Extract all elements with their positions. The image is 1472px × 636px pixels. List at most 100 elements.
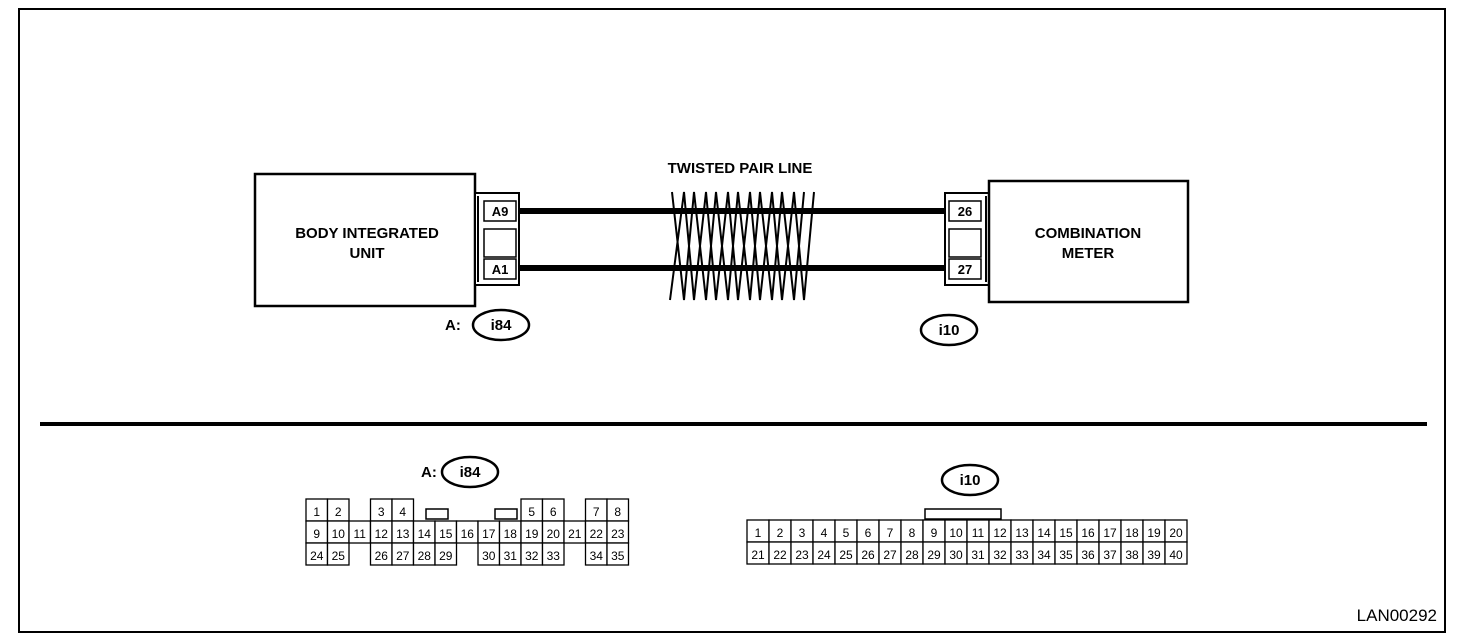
- i10-pin-30: 30: [949, 548, 963, 562]
- pin-26-label: 26: [958, 204, 972, 219]
- i10-pin-6: 6: [865, 526, 872, 540]
- pin-a1-label: A1: [492, 262, 509, 277]
- i10-pin-7: 7: [887, 526, 894, 540]
- twisted-pair-label: TWISTED PAIR LINE: [668, 160, 813, 177]
- i10-pin-38: 38: [1125, 548, 1139, 562]
- i10-pin-16: 16: [1081, 526, 1095, 540]
- i84-pin-19: 19: [525, 527, 539, 541]
- connector-i84-name-top: i84: [491, 317, 513, 334]
- connector-i10-name-bottom: i10: [960, 472, 981, 489]
- i84-pin-27: 27: [396, 549, 410, 563]
- i10-pin-14: 14: [1037, 526, 1051, 540]
- i10-pin-12: 12: [993, 526, 1007, 540]
- i84-pin-22: 22: [590, 527, 604, 541]
- i10-pin-10: 10: [949, 526, 963, 540]
- i10-pin-39: 39: [1147, 548, 1161, 562]
- i10-pin-29: 29: [927, 548, 941, 562]
- twisted-pair-zigzag-2: [671, 191, 805, 301]
- i84-pin-26: 26: [375, 549, 389, 563]
- i84-pin-2: 2: [335, 505, 342, 519]
- i84-pin-9: 9: [313, 527, 320, 541]
- i84-pin-17: 17: [482, 527, 496, 541]
- i84-pin-33: 33: [547, 549, 561, 563]
- connector-i10-callout-bottom: [940, 463, 1000, 497]
- i10-pin-21: 21: [751, 548, 765, 562]
- i10-pin-9: 9: [931, 526, 938, 540]
- i10-pin-34: 34: [1037, 548, 1051, 562]
- i84-pin-5: 5: [528, 505, 535, 519]
- i84-pin-31: 31: [504, 549, 518, 563]
- i84-cavity-33: [541, 542, 565, 566]
- i10-pin-5: 5: [843, 526, 850, 540]
- outer-frame: [18, 8, 1446, 633]
- i10-pin-36: 36: [1081, 548, 1095, 562]
- i10-pin-11: 11: [972, 526, 985, 540]
- i10-pin-22: 22: [773, 548, 787, 562]
- i10-pin-25: 25: [839, 548, 853, 562]
- i84-pin-10: 10: [332, 527, 346, 541]
- body-integrated-unit-box: [253, 172, 477, 308]
- i84-pin-18: 18: [504, 527, 518, 541]
- i84-pin-21: 21: [568, 527, 582, 541]
- i84-pin-6: 6: [550, 505, 557, 519]
- i84-pin-14: 14: [418, 527, 432, 541]
- i84-pin-13: 13: [396, 527, 410, 541]
- i84-pin-3: 3: [378, 505, 385, 519]
- i84-pin-32: 32: [525, 549, 539, 563]
- i10-pin-23: 23: [795, 548, 809, 562]
- combination-meter-box: [987, 179, 1190, 304]
- i84-cavity-25: [326, 542, 350, 566]
- i84-pin-4: 4: [399, 505, 406, 519]
- connector-i84-name-bottom: i84: [460, 464, 482, 481]
- i84-pin-15: 15: [439, 527, 453, 541]
- i84-pin-24: 24: [310, 549, 324, 563]
- i10-pin-3: 3: [799, 526, 806, 540]
- i10-pin-18: 18: [1125, 526, 1139, 540]
- i10-pin-27: 27: [883, 548, 897, 562]
- body-integrated-unit-label-1: BODY INTEGRATED: [295, 225, 439, 242]
- combination-meter-label-1: COMBINATION: [1035, 225, 1141, 242]
- i10-pin-1: 1: [755, 526, 762, 540]
- i84-pin-28: 28: [418, 549, 432, 563]
- i10-pin-15: 15: [1059, 526, 1073, 540]
- i84-pin-12: 12: [375, 527, 389, 541]
- i84-latch-right: [494, 508, 518, 520]
- i84-pin-11: 11: [354, 527, 367, 541]
- body-integrated-unit-label-2: UNIT: [350, 245, 385, 262]
- connector-i84-callout-top: [471, 308, 531, 342]
- i84-pin-30: 30: [482, 549, 496, 563]
- i10-pin-24: 24: [817, 548, 831, 562]
- connector-a-prefix-bottom: A:: [421, 464, 437, 481]
- i10-pin-2: 2: [777, 526, 784, 540]
- i10-pin-37: 37: [1103, 548, 1117, 562]
- i84-latch-left: [425, 508, 449, 520]
- pin-a9-label: A9: [492, 204, 509, 219]
- i10-pin-32: 32: [993, 548, 1007, 562]
- i10-latch: [924, 508, 1002, 520]
- i10-pin-40: 40: [1169, 548, 1183, 562]
- i10-cavity-40: [1164, 541, 1188, 565]
- i84-pin-1: 1: [313, 505, 320, 519]
- i10-pin-13: 13: [1015, 526, 1029, 540]
- i84-pin-25: 25: [332, 549, 346, 563]
- connector-i10-callout-top: [919, 313, 979, 347]
- i10-pin-33: 33: [1015, 548, 1029, 562]
- connector-a-prefix-top: A:: [445, 317, 461, 334]
- i84-pin-7: 7: [593, 505, 600, 519]
- i84-pin-20: 20: [547, 527, 561, 541]
- i84-pin-35: 35: [611, 549, 625, 563]
- i10-pin-19: 19: [1147, 526, 1161, 540]
- i10-pin-4: 4: [821, 526, 828, 540]
- i10-pin-31: 31: [971, 548, 985, 562]
- connector-i10-name-top: i10: [939, 322, 960, 339]
- connector-i84-callout-bottom: [440, 455, 500, 489]
- i84-pin-23: 23: [611, 527, 625, 541]
- right-unit-connector: 26 27: [944, 192, 990, 286]
- i84-cavity-29: [434, 542, 458, 566]
- i84-pin-29: 29: [439, 549, 453, 563]
- i10-pin-26: 26: [861, 548, 875, 562]
- i84-pin-8: 8: [614, 505, 621, 519]
